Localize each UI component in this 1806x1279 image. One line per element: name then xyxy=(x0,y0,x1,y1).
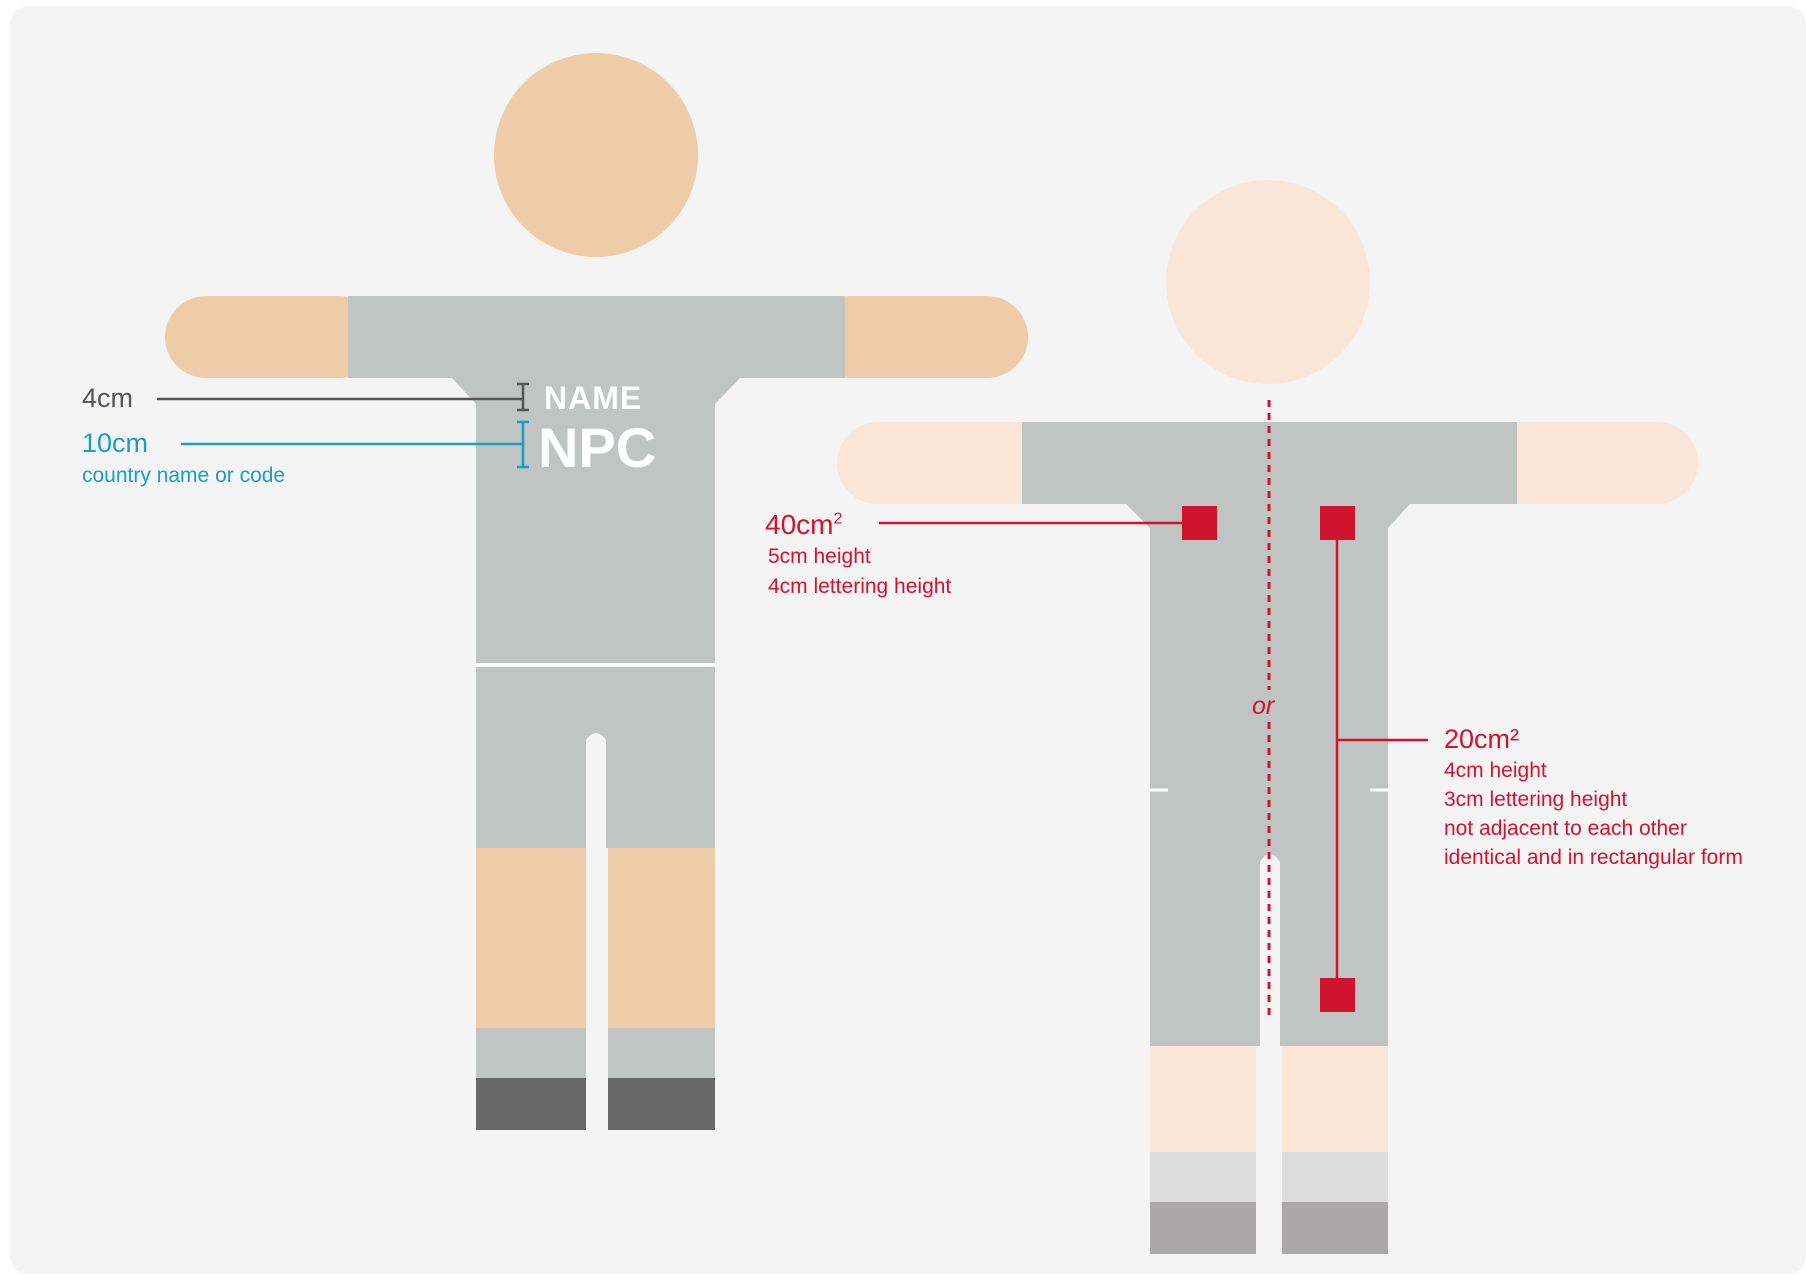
double-mark-rule-identical: identical and in rectangular form xyxy=(1444,847,1743,868)
front-left-shoe xyxy=(476,1078,586,1130)
double-mark-lettering: 3cm lettering height xyxy=(1444,789,1627,810)
single-mark-area-sup: 2 xyxy=(833,511,842,528)
name-dimension-value: 4cm xyxy=(82,385,133,412)
front-left-leg xyxy=(476,848,586,1028)
front-shorts xyxy=(476,667,715,848)
front-right-leg xyxy=(608,848,715,1028)
front-right-sock xyxy=(608,1028,715,1078)
single-mark-area: 40cm2 xyxy=(765,511,842,539)
double-mark-square-bottom xyxy=(1320,978,1355,1012)
npc-dimension-note: country name or code xyxy=(82,465,285,486)
back-left-sock xyxy=(1150,1152,1256,1202)
back-right-sock xyxy=(1282,1152,1388,1202)
back-right-leg xyxy=(1282,1046,1388,1152)
single-mark-lettering: 4cm lettering height xyxy=(768,576,951,597)
back-left-shoe xyxy=(1150,1202,1256,1254)
single-mark-square xyxy=(1182,506,1217,540)
front-head xyxy=(494,53,698,257)
front-left-sock xyxy=(476,1028,586,1078)
single-mark-area-value: 40cm xyxy=(765,509,833,540)
back-head xyxy=(1166,180,1370,384)
back-right-shoe xyxy=(1282,1202,1388,1254)
double-mark-area: 20cm² xyxy=(1444,726,1519,753)
npc-dimension-value: 10cm xyxy=(82,430,148,457)
front-right-shoe xyxy=(608,1078,715,1130)
double-mark-square-top xyxy=(1320,506,1355,540)
back-suit xyxy=(1022,422,1517,1046)
front-shirt xyxy=(348,296,845,663)
double-mark-height: 4cm height xyxy=(1444,760,1547,781)
name-label: NAME xyxy=(544,382,642,414)
npc-label: NPC xyxy=(538,420,656,476)
back-left-leg xyxy=(1150,1046,1256,1152)
front-left-arm xyxy=(165,296,380,378)
double-mark-rule-not-adjacent: not adjacent to each other xyxy=(1444,818,1687,839)
single-mark-height: 5cm height xyxy=(768,546,871,567)
or-label: or xyxy=(1252,694,1274,719)
